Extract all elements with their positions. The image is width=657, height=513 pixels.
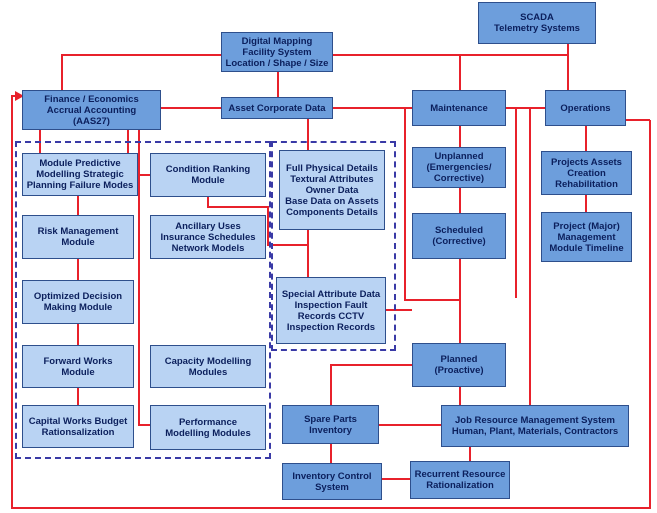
ancillary-uses-box: Ancillary Uses Insurance Schedules Netwo… [150, 215, 266, 259]
module-predictive-box: Module Predictive Modelling Strategic Pl… [22, 153, 138, 196]
job-resource-box: Job Resource Management System Human, Pl… [441, 405, 629, 447]
project-major-box: Project (Major) Management Module Timeli… [541, 212, 632, 262]
inventory-control-box: Inventory Control System [282, 463, 382, 500]
scada-box: SCADA Telemetry Systems [478, 2, 596, 44]
spare-parts-box: Spare Parts Inventory [282, 405, 379, 444]
connector-line [207, 197, 308, 246]
operations-box: Operations [545, 90, 626, 126]
connector-line [333, 54, 569, 90]
analysis-modules-group [15, 141, 271, 459]
full-physical-details-box: Full Physical Details Textural Attribute… [279, 150, 385, 230]
asset-corporate-data-box: Asset Corporate Data [221, 97, 333, 119]
connector-line [138, 130, 150, 426]
digital-mapping-box: Digital Mapping Facility System Location… [221, 32, 333, 72]
scheduled-box: Scheduled (Corrective) [412, 213, 506, 259]
connector-line [61, 54, 221, 92]
finance-box: Finance / Economics Accrual Accounting (… [22, 90, 161, 130]
recurrent-resource-box: Recurrent Resource Rationalization [410, 461, 510, 499]
arrowhead-icon [15, 91, 24, 101]
capacity-modelling-box: Capacity Modelling Modules [150, 345, 266, 388]
maintenance-box: Maintenance [412, 90, 506, 126]
forward-works-box: Forward Works Module [22, 345, 134, 388]
unplanned-box: Unplanned (Emergencies/ Corrective) [412, 147, 506, 188]
projects-assets-box: Projects Assets Creation Rehabilitation [541, 151, 632, 195]
asset-data-group [271, 141, 396, 351]
capital-works-box: Capital Works Budget Rationsalization [22, 405, 134, 448]
optimized-decision-box: Optimized Decision Making Module [22, 280, 134, 324]
risk-management-box: Risk Management Module [22, 215, 134, 259]
planned-box: Planned (Proactive) [412, 343, 506, 387]
performance-modelling-box: Performance Modelling Modules [150, 405, 266, 450]
special-attribute-box: Special Attribute Data Inspection Fault … [276, 277, 386, 344]
condition-ranking-box: Condition Ranking Module [150, 153, 266, 197]
connector-line [330, 364, 412, 405]
